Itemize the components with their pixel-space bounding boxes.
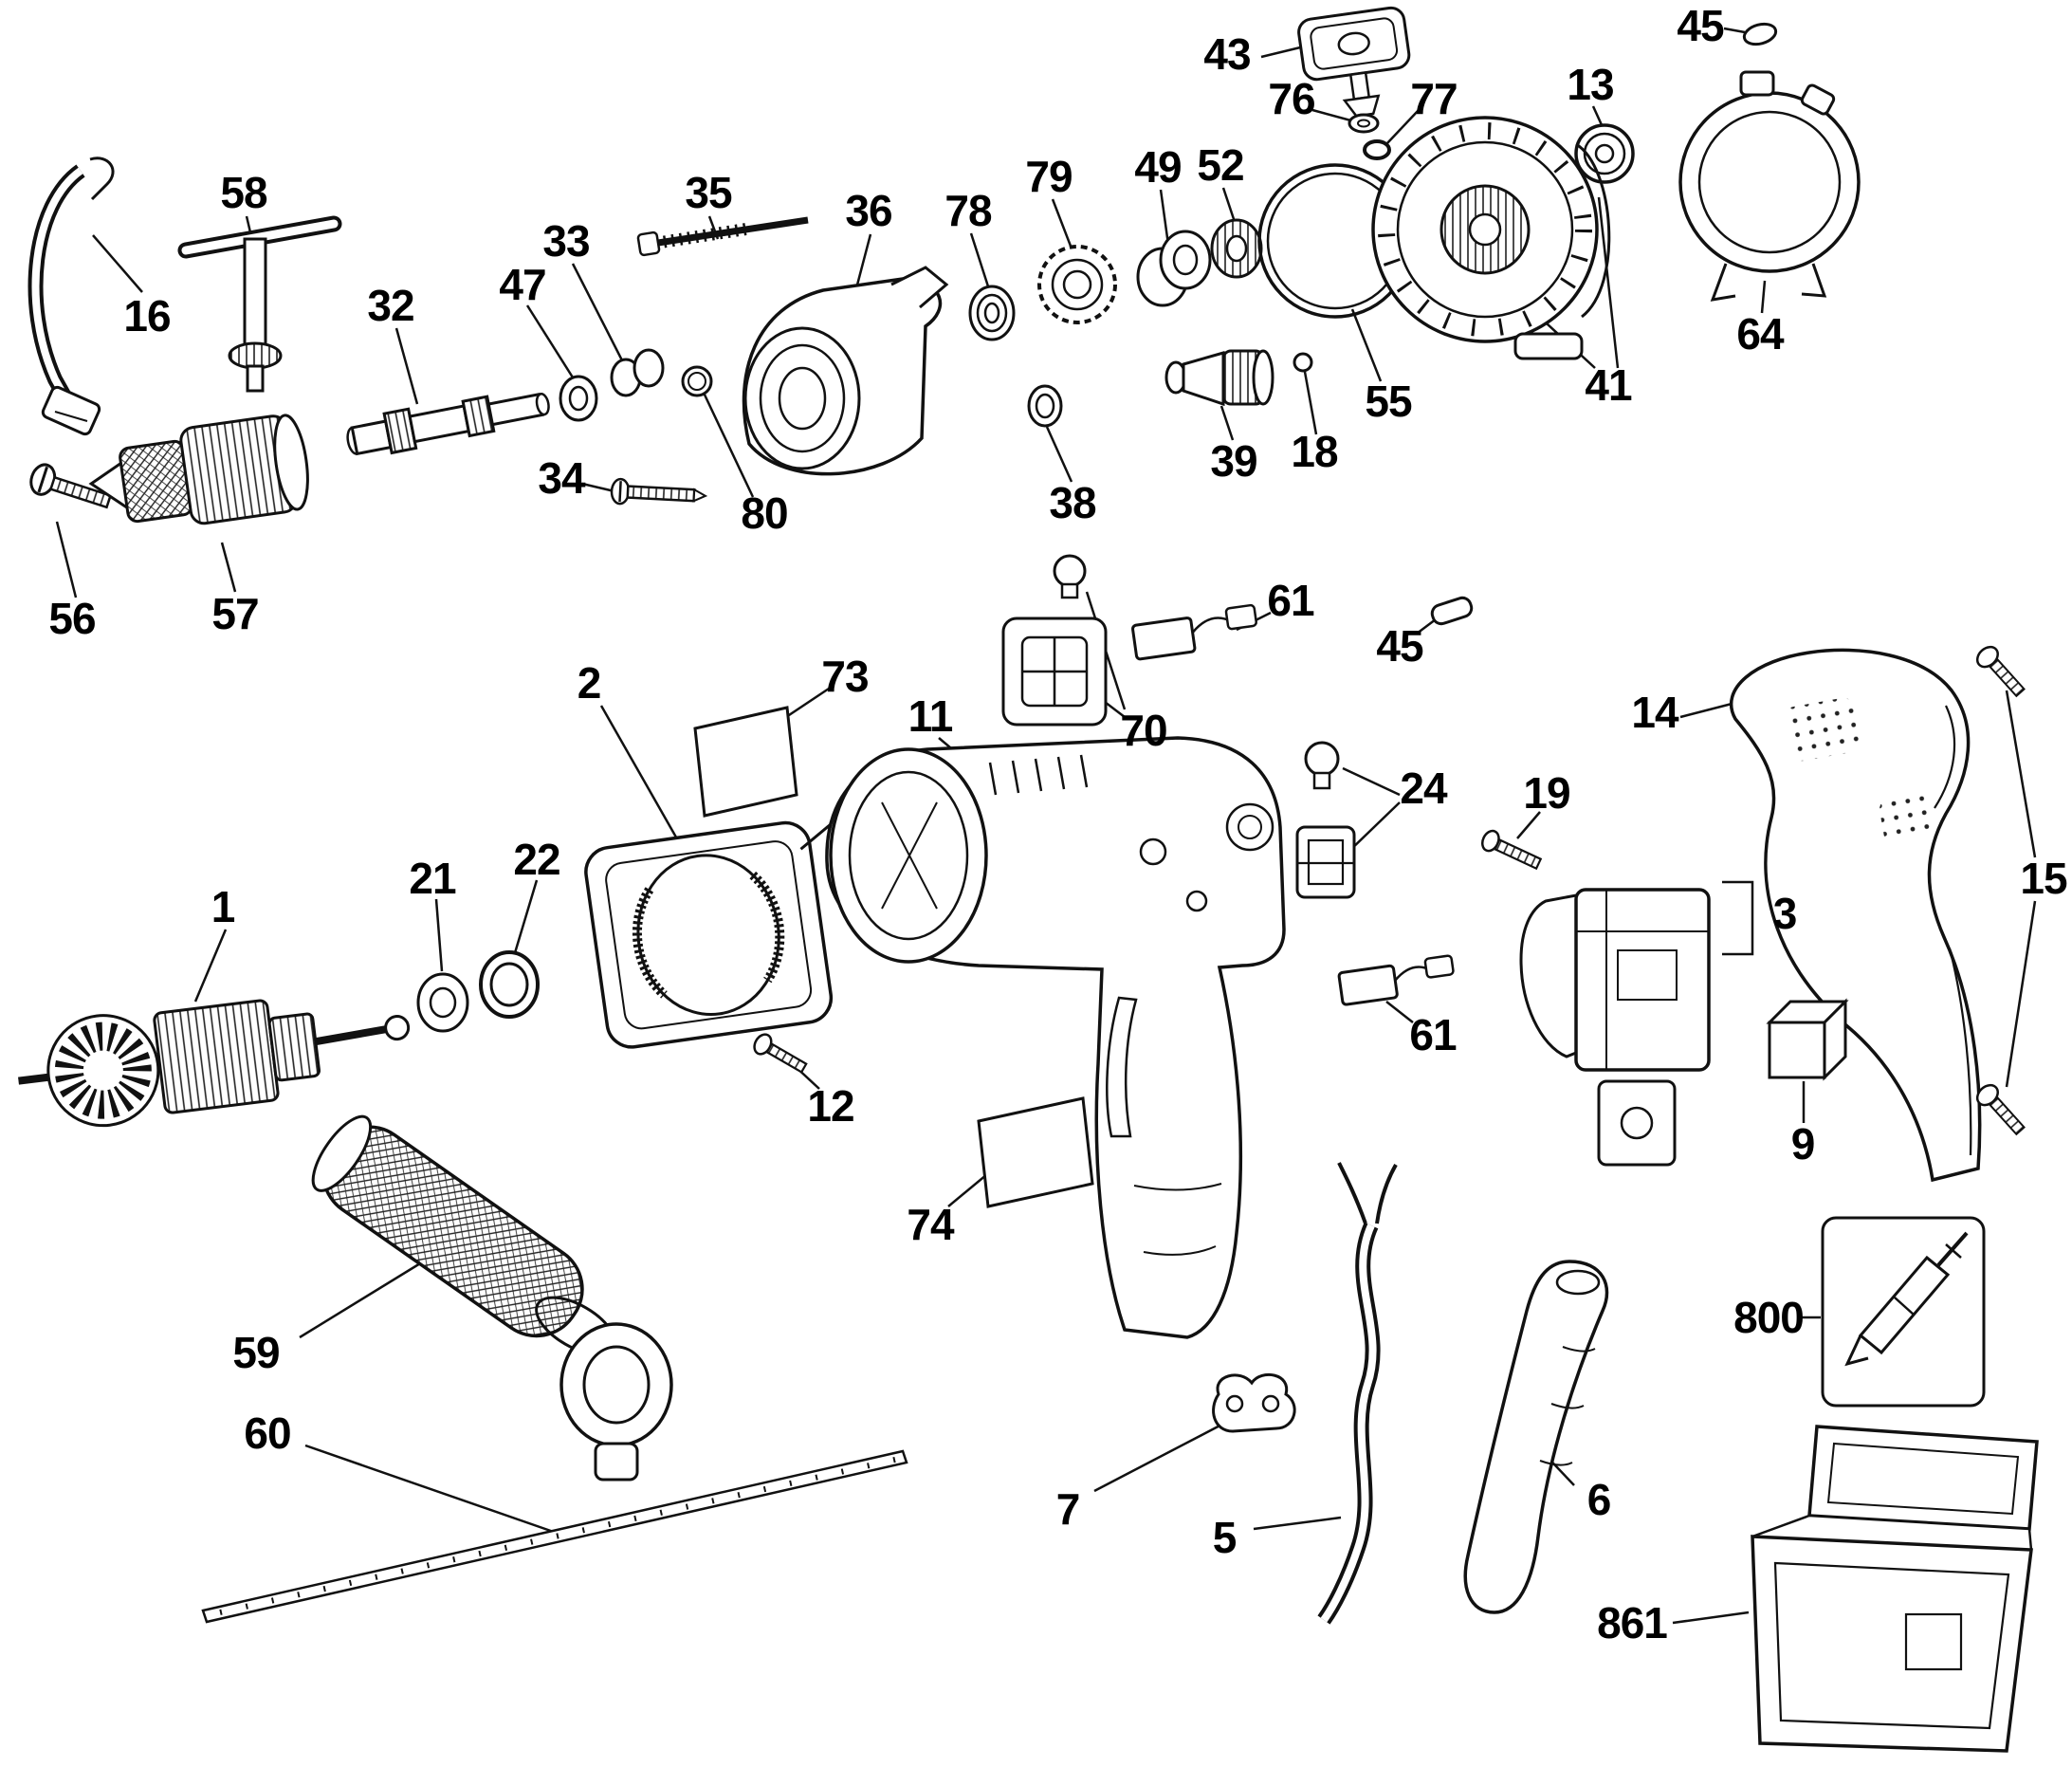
- part-21-washer-icon: [416, 972, 469, 1033]
- part-1-armature-icon: [18, 999, 411, 1128]
- part-35-long-screw-icon: [636, 216, 809, 257]
- part-52-gear-icon: [1210, 218, 1263, 279]
- part-32-spindle-icon: [346, 392, 550, 456]
- part-70-brush-holder-icon: [1001, 554, 1108, 727]
- part-49-bearing-icon: [1136, 230, 1212, 307]
- part-15-screws-icon: [1975, 645, 2026, 1136]
- part-59-side-handle-icon: [311, 1114, 673, 1482]
- part-56-screw-icon: [29, 463, 113, 509]
- part-16-hang-strap-icon: [28, 156, 115, 436]
- part-3-switch-icon: [1519, 888, 1711, 1167]
- part-12-screw-icon: [753, 1033, 808, 1074]
- part-45-cap-mid-icon: [1430, 596, 1474, 626]
- part-34-screw-icon: [610, 477, 708, 506]
- part-18-ball-icon: [1293, 352, 1313, 373]
- part-58-chuck-key-icon: [177, 215, 342, 393]
- part-76-washer-icon: [1348, 113, 1380, 134]
- part-77-ring-icon: [1363, 139, 1391, 160]
- part-79-lock-washer-icon: [1037, 245, 1117, 324]
- part-19-screw-icon: [1481, 829, 1543, 871]
- part-38-ring-icon: [1027, 384, 1063, 428]
- part-60-depth-rod-icon: [201, 1449, 908, 1624]
- part-57-chuck-icon: [88, 414, 309, 525]
- part-6-cord-boot-icon: [1463, 1260, 1609, 1614]
- part-2-field-icon: [584, 818, 838, 1049]
- part-800-boxed-item-icon: [1821, 1216, 1986, 1408]
- part-43-cap-plate-icon: [1297, 6, 1411, 118]
- part-9-cube-icon: [1766, 998, 1849, 1081]
- part-33-rings-icon: [610, 348, 665, 397]
- part-14-handle-cover-icon: [1729, 648, 1982, 1183]
- part-61-brush-lower-icon: [1337, 954, 1455, 1006]
- part-11-motor-housing-icon: [825, 736, 1286, 1339]
- part-74-label-icon: [977, 1096, 1094, 1208]
- part-61-brush-upper-icon: [1131, 603, 1257, 661]
- part-36-gear-case-icon: [742, 266, 949, 476]
- part-73-label-icon: [693, 706, 798, 818]
- part-5-power-cord-icon: [1317, 1162, 1398, 1625]
- part-64-baffle-icon: [1678, 70, 1861, 302]
- part-13-bearing-icon: [1574, 123, 1635, 184]
- part-41-field-housing-icon: [1371, 116, 1611, 360]
- part-24-cap-and-holder-icon: [1295, 741, 1356, 899]
- part-22-ring-icon: [479, 950, 540, 1019]
- part-7-cord-clamp-icon: [1212, 1373, 1296, 1433]
- part-78-bearing-icon: [968, 285, 1016, 341]
- part-45-cap-top-icon: [1742, 22, 1778, 46]
- part-39-clutch-icon: [1164, 349, 1274, 407]
- part-47-washer-icon: [559, 375, 598, 422]
- part-80-o-ring-icon: [681, 365, 713, 397]
- part-861-kit-box-icon: [1751, 1425, 2039, 1753]
